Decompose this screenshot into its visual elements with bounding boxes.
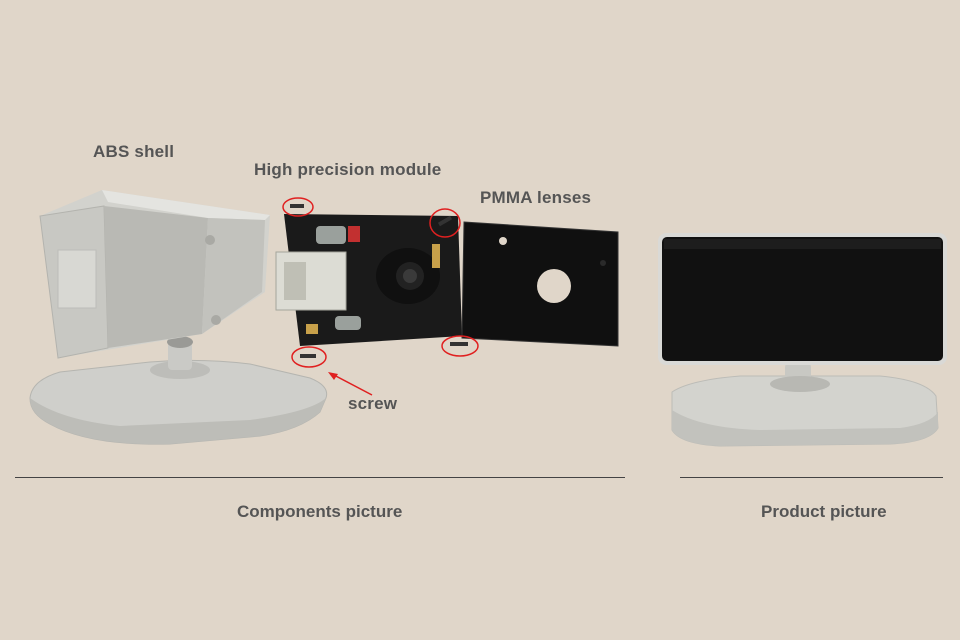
screw-arrow: [328, 372, 373, 396]
product-display: [658, 233, 947, 365]
components-divider: [15, 477, 625, 478]
screw-top-left: [282, 197, 314, 217]
product-caption: Product picture: [761, 502, 887, 521]
screw-label: screw: [348, 394, 398, 413]
product-stand: [671, 362, 939, 447]
components-caption: Components picture: [237, 502, 403, 521]
pcb-module: [275, 214, 462, 346]
screw-bottom-right: [441, 335, 479, 357]
abs-shell-label: ABS shell: [93, 142, 175, 161]
abs-shell-part: [39, 190, 270, 359]
lenses-label: PMMA lenses: [480, 188, 592, 207]
components-stand: [29, 336, 328, 445]
pmma-lens-panel: [461, 221, 619, 347]
module-label: High precision module: [254, 160, 442, 179]
product-divider: [680, 477, 943, 478]
screw-top-right: [429, 208, 461, 238]
screw-bottom-left: [291, 346, 327, 368]
